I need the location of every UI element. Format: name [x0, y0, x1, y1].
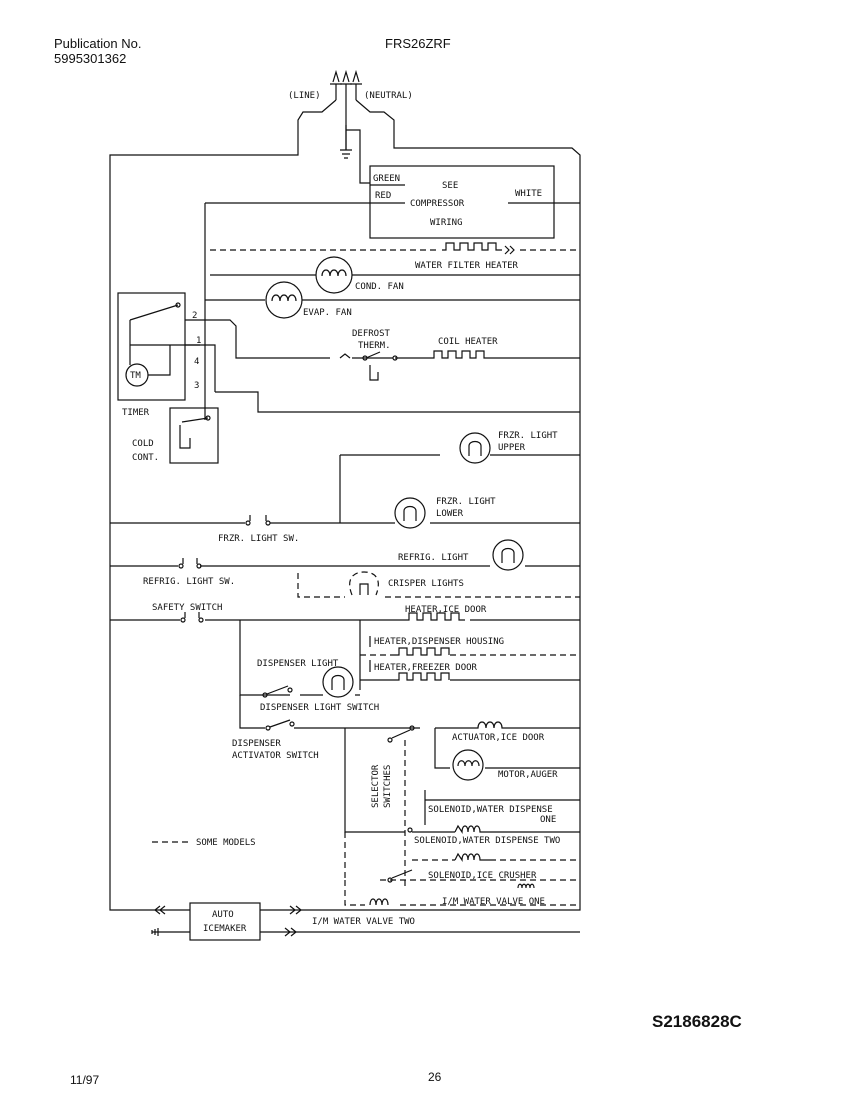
solenoid-dispense-two-icon: [454, 852, 490, 862]
connector-icon-right: [289, 905, 302, 915]
coil-heater-icon: [430, 350, 490, 359]
heater-dispenser-housing-label: HEATER,DISPENSER HOUSING: [374, 637, 504, 647]
solenoid-dispense-one-icon: [454, 824, 490, 834]
refrig-light-label: REFRIG. LIGHT: [398, 553, 469, 563]
frzr-light-switch-label: FRZR. LIGHT SW.: [218, 534, 299, 544]
actuator-ice-door-label: ACTUATOR,ICE DOOR: [452, 733, 545, 743]
some-models-label: SOME MODELS: [196, 838, 256, 848]
switches-label: SWITCHES: [383, 765, 393, 808]
safety-switch-icon: [184, 612, 200, 618]
im-water-valve-one-icon: [369, 898, 389, 906]
crisper-lights-icon: [349, 571, 379, 596]
cond-fan-motor-icon: [315, 256, 353, 294]
page-number: 26: [428, 1070, 442, 1084]
connector-icon: [154, 905, 166, 915]
refrig-light-switch-icon: [182, 558, 198, 564]
ground-icon: [340, 125, 352, 159]
heater-ice-door-icon: [405, 612, 465, 621]
frzr-light-lower-icon: [394, 497, 426, 529]
green-label: GREEN: [373, 174, 400, 184]
auto-label: AUTO: [212, 910, 234, 920]
motor-auger-label: MOTOR,AUGER: [498, 770, 558, 780]
frzr-light-switch-icon: [249, 515, 267, 521]
compressor-label: COMPRESSOR: [410, 199, 465, 209]
evap-fan-motor-icon: [265, 281, 303, 319]
actuator-ice-door-icon: [470, 721, 510, 729]
connector-icon-bottom: [284, 927, 297, 937]
solenoid-ice-crusher-icon: [517, 883, 535, 889]
coil-heater-label: COIL HEATER: [438, 337, 498, 347]
cont-label: CONT.: [132, 453, 159, 463]
compressor-wiring-box: [369, 165, 555, 239]
heater-freezer-door-icon: [395, 672, 450, 681]
one-label: ONE: [540, 815, 556, 825]
defrost-label: DEFROST: [352, 329, 391, 339]
terminal-3-label: 3: [194, 381, 199, 391]
heater-freezer-door-label: HEATER,FREEZER DOOR: [374, 663, 478, 673]
neutral-label: (NEUTRAL): [364, 91, 413, 101]
refrig-light-icon: [492, 539, 524, 571]
cold-label: COLD: [132, 439, 154, 449]
safety-switch-label: SAFETY SWITCH: [152, 603, 222, 613]
dispenser-light-label: DISPENSER LIGHT: [257, 659, 339, 669]
wiring-label: WIRING: [430, 218, 463, 228]
power-plug-icon: [330, 69, 362, 150]
lower-label: LOWER: [436, 509, 464, 519]
heater-ice-door-label: HEATER,ICE DOOR: [405, 605, 487, 615]
water-filter-heater-icon: [442, 242, 515, 255]
frzr-light-lower-label: FRZR. LIGHT: [436, 497, 496, 507]
auto-icemaker-box: [189, 902, 261, 941]
dispenser-light-switch-label: DISPENSER LIGHT SWITCH: [260, 703, 379, 713]
red-label: RED: [375, 191, 391, 201]
line-label: (LINE): [288, 91, 321, 101]
ground-connector-icon: [151, 928, 159, 936]
crisper-lights-label: CRISPER LIGHTS: [388, 579, 464, 589]
line-wire: [109, 99, 337, 911]
heater-dispenser-housing-icon: [395, 647, 450, 656]
white-label: WHITE: [515, 189, 542, 199]
solenoid-ice-crusher-label: SOLENOID,ICE CRUSHER: [428, 871, 537, 881]
defrost-therm-icon: [365, 351, 381, 381]
neutral-wire: [305, 99, 581, 911]
timer-label: TIMER: [122, 408, 150, 418]
cold-control-icon: [179, 417, 209, 449]
icemaker-label: ICEMAKER: [203, 924, 247, 934]
frzr-light-upper-icon: [459, 432, 491, 464]
solenoid-dispense-two-label: SOLENOID,WATER DISPENSE TWO: [414, 836, 560, 846]
im-valve-two-label: I/M WATER VALVE TWO: [312, 917, 415, 927]
im-valve-one-label: I/M WATER VALVE ONE: [442, 897, 545, 907]
terminal-2-label: 2: [192, 311, 197, 321]
dispenser-light-switch-icon: [266, 685, 289, 695]
timer-box: [117, 292, 186, 401]
terminal-1-label: 1: [196, 336, 201, 346]
cold-control-box: [169, 407, 219, 464]
part-number: S2186828C: [652, 1012, 742, 1031]
dispenser-label: DISPENSER: [232, 739, 281, 749]
cond-fan-label: COND. FAN: [355, 282, 404, 292]
evap-fan-label: EVAP. FAN: [303, 308, 352, 318]
footer-date: 11/97: [70, 1073, 100, 1087]
solenoid-dispense-one-label: SOLENOID,WATER DISPENSE: [428, 805, 553, 815]
upper-label: UPPER: [498, 443, 526, 453]
dispenser-light-icon: [322, 666, 354, 698]
motor-auger-icon: [452, 749, 484, 781]
activator-switch-label: ACTIVATOR SWITCH: [232, 751, 319, 761]
publication-label: Publication No.: [54, 36, 142, 51]
frzr-light-upper-label: FRZR. LIGHT: [498, 431, 558, 441]
terminal-4-label: 4: [194, 357, 199, 367]
timer-motor-label: TM: [130, 371, 141, 381]
publication-number: 5995301362: [54, 51, 127, 66]
model-number: FRS26ZRF: [385, 36, 451, 51]
refrig-light-switch-label: REFRIG. LIGHT SW.: [143, 577, 235, 587]
therm-label: THERM.: [358, 341, 391, 351]
dispenser-activator-switch-icon: [269, 719, 291, 728]
see-label: SEE: [442, 181, 458, 191]
selector-label: SELECTOR: [371, 764, 381, 808]
water-filter-heater-label: WATER FILTER HEATER: [415, 261, 519, 271]
